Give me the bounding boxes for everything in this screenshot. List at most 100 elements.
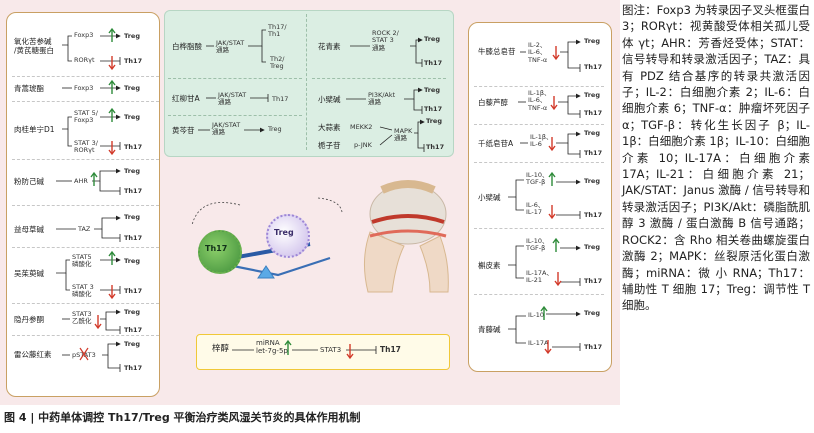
out-th2-treg: Th2/ Treg — [270, 55, 285, 71]
out-treg: Treg — [584, 243, 600, 251]
out-th17: Th17 — [584, 149, 603, 157]
pathway-jak-stat: JAK/STAT 通路 — [216, 39, 245, 55]
out-th17: Th17 — [424, 105, 443, 113]
out-treg: Treg — [424, 86, 440, 94]
pathway-mapk: MAPK 通路 — [394, 127, 413, 143]
knee-joint-illustration — [364, 180, 449, 293]
cytokines: IL-1β、 IL-6 — [530, 133, 553, 149]
out-th17: Th17 — [124, 187, 143, 195]
cytokines-down: IL-17A — [528, 339, 549, 347]
drug-achyranthes-saponins: 牛膝总皂苷 — [478, 47, 516, 56]
out-treg: Treg — [584, 91, 600, 99]
pathway-jak-stat: JAK/STAT 通路 — [212, 121, 241, 137]
target-stat3-acetyl: STAT3 乙酰化 — [72, 310, 92, 326]
out-th17: Th17 — [584, 211, 603, 219]
out-th17: Th17 — [584, 109, 603, 117]
seesaw-beam — [227, 256, 331, 277]
drug-artesunate: 青蒿琥酯 — [14, 84, 44, 93]
target-taz: TAZ — [78, 225, 91, 233]
drug-allicin: 大蒜素 — [318, 123, 341, 132]
drug-sinomenine: 青藤碱 — [478, 325, 501, 334]
figure-legend: 图注：Foxp3 为转录因子叉头框蛋白 3；RORγt：视黄酸受体相关孤儿受体 … — [622, 3, 810, 313]
target-stat3: STAT3 — [320, 346, 342, 354]
out-treg: Treg — [268, 125, 282, 133]
out-th17: Th17 — [124, 287, 143, 295]
cytokines-up: IL-10 — [528, 311, 545, 319]
drug-evodiamine: 吴茱萸碱 — [14, 269, 44, 278]
figure-caption: 图 4 | 中药单体调控 Th17/Treg 平衡治疗类风湿关节炎的具体作用机制 — [4, 411, 361, 424]
cytokines-down: IL-6、 IL-17 — [526, 201, 545, 217]
drug-resveratrol: 白藜芦醇 — [478, 98, 508, 107]
out-treg: Treg — [124, 84, 140, 92]
cytokines-up: IL-10、 TGF-β — [526, 237, 549, 253]
drug-anthocyanin: 花青素 — [318, 42, 341, 51]
target-mirna: miRNA let-7g-5p — [256, 339, 288, 356]
out-treg: Treg — [426, 117, 442, 125]
out-th17: Th17 — [124, 143, 143, 151]
out-treg: Treg — [124, 213, 140, 221]
out-treg: Treg — [584, 129, 600, 137]
drug-oxymatrine: 氧化苦参碱 /黄芪糖蛋白 — [14, 37, 55, 55]
target-p-jnk: p-JNK — [354, 141, 372, 149]
out-th17: Th17 — [124, 234, 143, 242]
target-mekk2: MEKK2 — [350, 123, 373, 131]
drug-cryptotanshinone: 隐丹参酮 — [14, 315, 44, 324]
th17-cell — [198, 230, 242, 274]
pathway-rock2-stat3: ROCK 2/ STAT 3 通路 — [372, 29, 399, 52]
out-treg: Treg — [124, 32, 140, 40]
treg-cell — [266, 214, 310, 258]
out-treg: Treg — [584, 309, 600, 317]
cytokines: IL-2、 IL-6、 TNF-α — [528, 41, 548, 64]
out-th17: Th17 — [584, 343, 603, 351]
green-panel — [164, 10, 454, 157]
treg-cell-label: Treg — [274, 228, 294, 237]
drug-tetrandrine: 粉防己碱 — [14, 177, 44, 186]
drug-celastrol: 雷公藤红素 — [14, 350, 52, 359]
target-rorgt: RORγt — [74, 56, 95, 64]
target-stat3-phos: STAT 3 磷酸化 — [72, 283, 94, 299]
drug-berberine: 小檗碱 — [478, 193, 501, 202]
out-th17: Th17 — [584, 277, 603, 285]
out-treg: Treg — [124, 113, 140, 121]
out-treg: Treg — [424, 35, 440, 43]
target-foxp3: Foxp3 — [74, 31, 94, 39]
target-ahr: AHR — [74, 177, 88, 185]
drug-platycodin-a: 千纸皂苷A — [478, 139, 514, 148]
out-treg: Treg — [584, 177, 600, 185]
out-th17-th1: Th17/ Th1 — [268, 23, 287, 39]
drug-baicalin: 黄芩苷 — [172, 126, 195, 135]
drug-cinnamtannin: 肉桂单宁D1 — [14, 125, 55, 134]
catalpol-box — [196, 334, 450, 370]
out-th17: Th17 — [380, 345, 401, 354]
cytokines-up: IL-10、 TGF-β — [526, 171, 549, 187]
target-foxp3: Foxp3 — [74, 84, 94, 92]
target-stat3: STAT 3/ RORγt — [74, 139, 98, 155]
right-panel — [468, 22, 612, 372]
out-th17: Th17 — [426, 143, 445, 151]
out-th17: Th17 — [124, 326, 143, 334]
drug-berberine: 小檗碱 — [318, 95, 341, 104]
out-th17: Th17 — [584, 63, 603, 71]
target-stat5-phos: STAT5 磷酸化 — [72, 253, 92, 269]
out-treg: Treg — [124, 308, 140, 316]
out-treg: Treg — [124, 167, 140, 175]
cytokines: IL-1β、 IL-6、 TNF-α — [528, 89, 551, 112]
drug-tamarixetin: 红柳甘A — [172, 94, 200, 103]
drug-geniposide: 栀子苷 — [318, 141, 341, 150]
out-th17: Th17 — [124, 57, 143, 65]
out-treg: Treg — [584, 37, 600, 45]
out-treg: Treg — [124, 257, 140, 265]
th17-cell-label: Th17 — [205, 244, 228, 253]
drug-leonurine: 益母草碱 — [14, 225, 44, 234]
out-th17: Th17 — [124, 364, 143, 372]
drug-quercetin: 槲皮素 — [478, 261, 501, 270]
cytokines-down: IL-17A、 IL-21 — [526, 269, 553, 285]
drug-catalpol: 梓醇 — [212, 344, 230, 354]
pathway-pi3k-akt: PI3K/Akt 通路 — [368, 91, 396, 107]
target-stat5: STAT 5/ Foxp3 — [74, 109, 98, 125]
pathway-jak-stat: JAK/STAT 通路 — [218, 91, 247, 107]
out-treg: Treg — [124, 340, 140, 348]
drug-betulinic-acid: 白桦脂酸 — [172, 42, 202, 51]
out-th17: Th17 — [424, 59, 443, 67]
